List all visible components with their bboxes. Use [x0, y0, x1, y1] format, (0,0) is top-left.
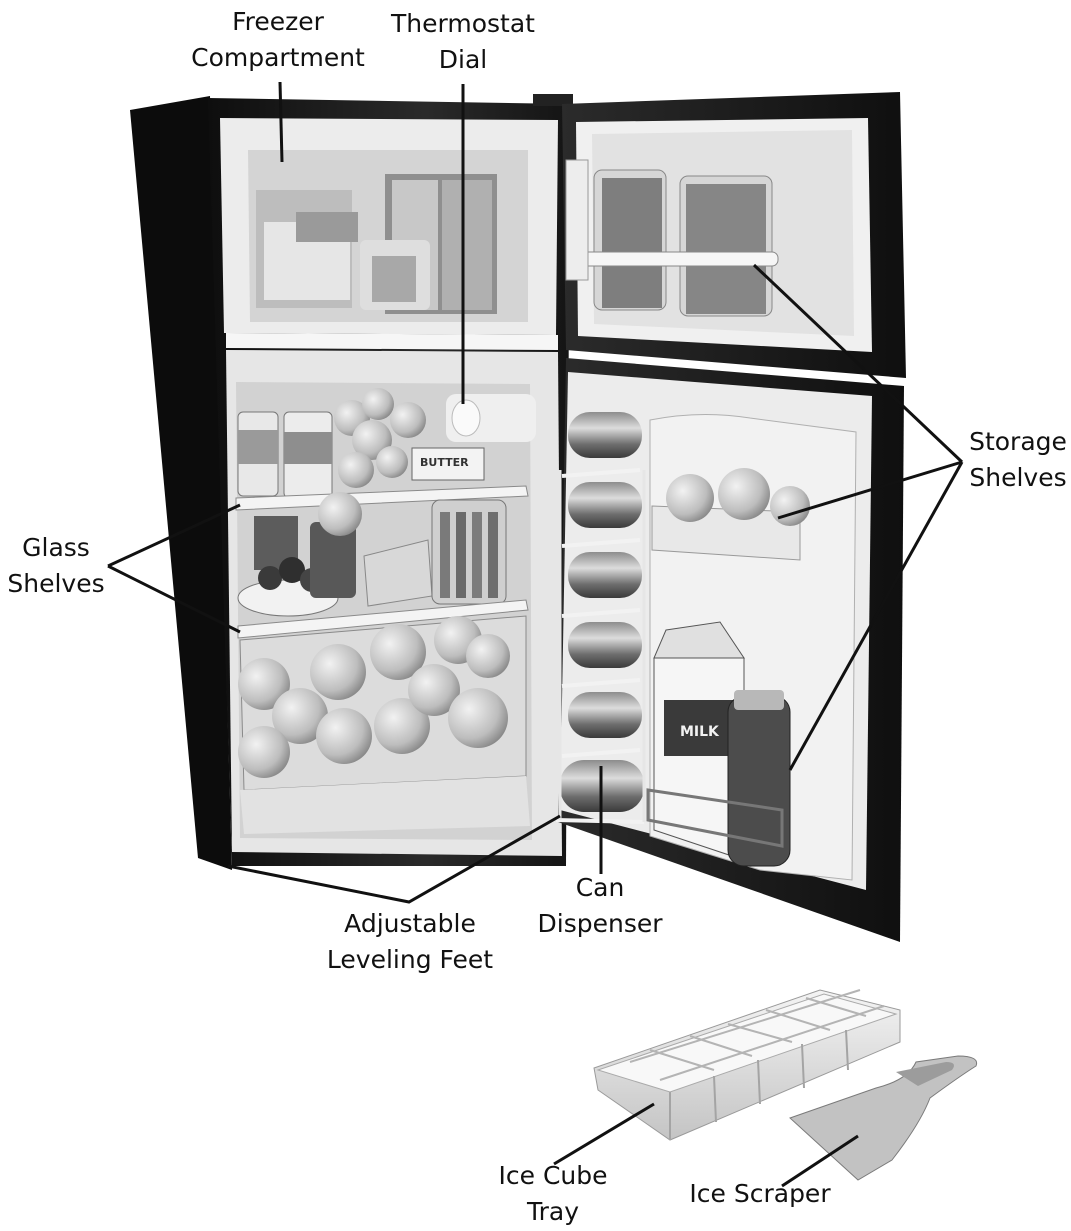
label-thermostat-dial-line1: Thermostat	[391, 9, 535, 38]
thermostat-knob	[451, 399, 481, 437]
label-adjustable-leveling-feet: Adjustable Leveling Feet	[318, 906, 502, 978]
label-freezer-compartment-line1: Freezer	[232, 7, 324, 36]
leader-storage-shelves-mid	[777, 460, 963, 520]
label-adjustable-leveling-feet-line2: Leveling Feet	[326, 945, 494, 974]
leader-freezer-compartment	[278, 81, 284, 163]
crisper-drawer	[238, 615, 527, 791]
label-ice-cube-tray: Ice Cube Tray	[488, 1158, 618, 1230]
freezer-interior	[220, 118, 558, 350]
leader-ice-cube-tray	[553, 1102, 655, 1166]
leader-glass-shelves-upper	[107, 503, 241, 568]
leader-ice-scraper	[781, 1134, 859, 1188]
leader-storage-shelves-top	[752, 263, 964, 464]
ice-cube-tray	[593, 989, 901, 1141]
label-storage-shelves-line1: Storage	[969, 427, 1067, 456]
label-glass-shelves-line1: Glass	[22, 533, 90, 562]
leader-storage-shelves-low	[788, 461, 964, 771]
label-freezer-compartment: Freezer Compartment	[188, 4, 368, 76]
butter-carton	[411, 447, 485, 481]
leader-lines	[107, 81, 964, 1188]
top-shelf-items: BUTTER	[237, 388, 485, 499]
label-ice-cube-tray-line1: Ice Cube	[498, 1161, 608, 1190]
label-can-dispenser-line1: Can	[575, 873, 625, 902]
label-ice-scraper: Ice Scraper	[680, 1176, 840, 1212]
can-rack	[555, 412, 646, 824]
middle-shelf-items	[237, 492, 507, 617]
label-can-dispenser-line2: Dispenser	[537, 909, 663, 938]
label-storage-shelves: Storage Shelves	[960, 424, 1071, 496]
label-adjustable-leveling-feet-line1: Adjustable	[344, 909, 476, 938]
leader-adjustable-leveling-feet	[227, 814, 561, 904]
butter-carton-label: BUTTER	[420, 456, 469, 469]
label-thermostat-dial: Thermostat Dial	[380, 6, 546, 78]
label-ice-scraper-line1: Ice Scraper	[689, 1179, 831, 1208]
label-can-dispenser: Can Dispenser	[530, 870, 670, 942]
milk-carton-label: MILK	[680, 724, 720, 740]
label-freezer-compartment-line2: Compartment	[191, 43, 365, 72]
label-glass-shelves: Glass Shelves	[0, 530, 112, 602]
label-glass-shelves-line2: Shelves	[7, 569, 105, 598]
label-ice-cube-tray-line2: Tray	[527, 1197, 579, 1226]
leader-glass-shelves-lower	[107, 564, 241, 634]
freezer-door	[562, 92, 906, 378]
label-thermostat-dial-line2: Dial	[438, 45, 488, 74]
glass-shelf-lower	[237, 599, 529, 639]
label-storage-shelves-line2: Shelves	[969, 463, 1067, 492]
